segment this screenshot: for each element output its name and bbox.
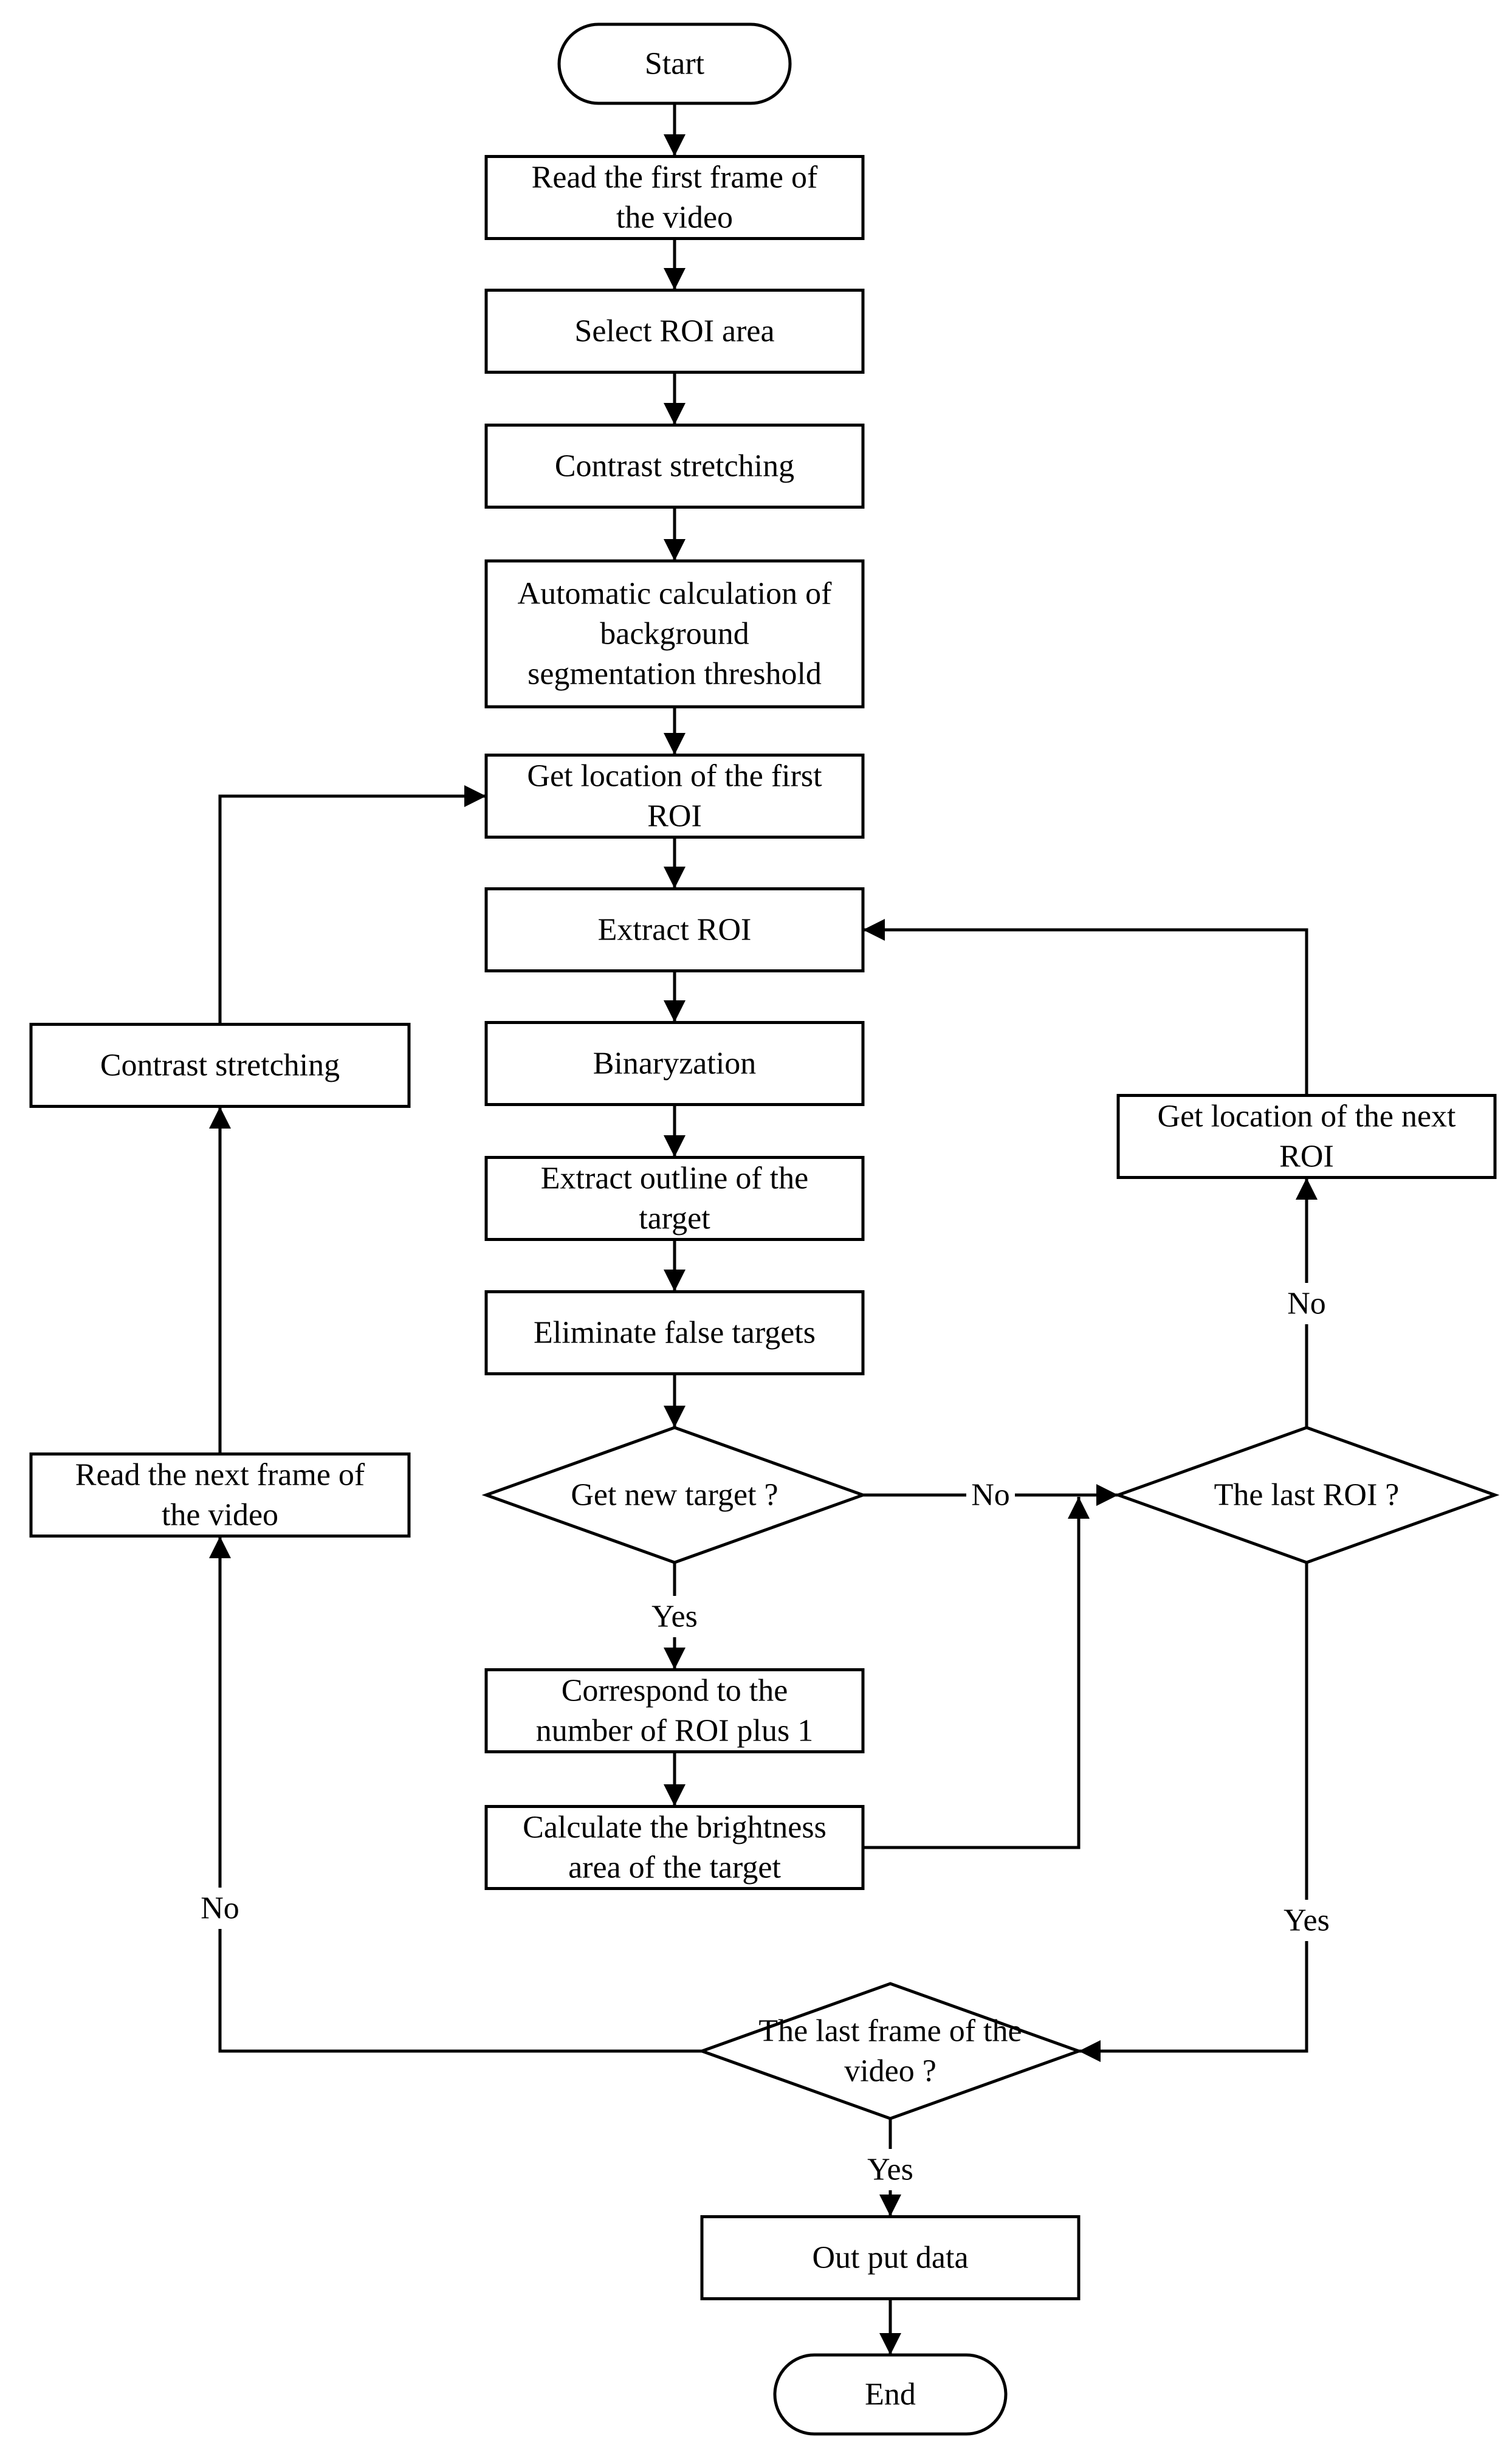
svg-text:Yes: Yes — [1283, 1903, 1330, 1938]
contrast1-shape — [484, 424, 865, 509]
read-first-label-line-1: Read the first frame of — [532, 160, 818, 195]
eliminate-label-line-1: Eliminate false targets — [534, 1316, 816, 1350]
read-next-label-line-1: Read the next frame of — [75, 1458, 365, 1493]
extract-outline-label-line-2: target — [639, 1201, 710, 1236]
edge-label-last-roi-yes: Yes — [1273, 1900, 1340, 1941]
auto-calc-shape — [484, 559, 865, 709]
auto-calc-label-line-2: background — [600, 617, 749, 651]
node-binaryzation: Binaryzation — [484, 1021, 865, 1106]
node-output: Out put data — [700, 2215, 1081, 2300]
read-next-shape — [29, 1452, 411, 1538]
node-read-first: Read the first frame of the video — [484, 155, 865, 240]
contrast2-label-line-1: Contrast stretching — [100, 1048, 340, 1083]
read-first-shape — [484, 155, 865, 240]
node-eliminate: Eliminate false targets — [484, 1290, 865, 1375]
auto-calc-label-line-3: segmentation threshold — [527, 657, 822, 692]
node-extract-roi: Extract ROI — [484, 887, 865, 972]
edge-label-last-frame-yes: Yes — [857, 2149, 924, 2190]
edge-last-frame-no — [209, 1536, 702, 2053]
edge-contrast-to-first-loc — [218, 785, 486, 1024]
svg-text:No: No — [1287, 1287, 1326, 1321]
contrast2-shape — [29, 1023, 411, 1108]
edge-last-roi-yes — [1079, 1562, 1308, 2062]
last-frame-shape — [697, 1982, 1084, 2120]
node-extract-outline: Extract outline of the target — [484, 1156, 865, 1241]
svg-text:Yes: Yes — [867, 2153, 913, 2187]
node-get-new-target: Get new target ? — [481, 1426, 868, 1564]
node-select-roi: Select ROI area — [484, 289, 865, 374]
extract-outline-label-line-1: Extract outline of the — [541, 1161, 808, 1196]
last-roi-shape — [1113, 1426, 1500, 1564]
get-next-loc-shape — [1116, 1094, 1497, 1179]
calc-brightness-label-line-2: area of the target — [568, 1851, 781, 1885]
last-frame-label-line-1: The last frame of the — [758, 2014, 1022, 2049]
extract-outline-shape — [484, 1156, 865, 1241]
last-frame-label-line-2: video ? — [844, 2054, 936, 2089]
output-shape — [700, 2215, 1081, 2300]
node-correspond: Correspond to the number of ROI plus 1 — [484, 1668, 865, 1753]
get-first-loc-shape — [484, 754, 865, 839]
node-end: End — [773, 2353, 1008, 2436]
contrast1-label-line-1: Contrast stretching — [555, 449, 794, 484]
binaryzation-shape — [484, 1021, 865, 1106]
end-shape — [773, 2353, 1008, 2436]
edge-label-last-frame-no: No — [196, 1888, 244, 1929]
edge-label-new-target-yes: Yes — [641, 1596, 708, 1637]
select-roi-label-line-1: Select ROI area — [574, 314, 774, 349]
node-start: Start — [557, 22, 792, 105]
correspond-shape — [484, 1668, 865, 1753]
correspond-label-line-2: number of ROI plus 1 — [536, 1714, 813, 1748]
calc-brightness-shape — [484, 1805, 865, 1890]
start-shape — [557, 22, 792, 105]
end-label-line-1: End — [865, 2377, 916, 2412]
get-next-loc-label-line-2: ROI — [1279, 1139, 1334, 1174]
get-first-loc-label-line-2: ROI — [647, 799, 702, 834]
extract-roi-label-line-1: Extract ROI — [598, 913, 752, 947]
read-first-label-line-2: the video — [616, 201, 733, 235]
edge-label-new-target-no: No — [966, 1474, 1015, 1516]
select-roi-shape — [484, 289, 865, 374]
svg-text:No: No — [971, 1478, 1010, 1513]
node-last-frame: The last frame of the video ? — [697, 1982, 1084, 2120]
edge-brightness-to-merge — [863, 1497, 1090, 1849]
extract-roi-shape — [484, 887, 865, 972]
correspond-label-line-1: Correspond to the — [562, 1674, 788, 1708]
last-roi-label-line-1: The last ROI ? — [1214, 1478, 1400, 1513]
get-first-loc-label-line-1: Get location of the first — [527, 759, 822, 794]
edge-next-loc-to-extract-roi — [863, 919, 1308, 1095]
binaryzation-label-line-1: Binaryzation — [593, 1047, 757, 1081]
start-label-line-1: Start — [645, 47, 705, 81]
get-new-target-shape — [481, 1426, 868, 1564]
node-calc-brightness: Calculate the brightness area of the targ… — [484, 1805, 865, 1890]
eliminate-shape — [484, 1290, 865, 1375]
svg-text:No: No — [201, 1891, 239, 1926]
node-contrast1: Contrast stretching — [484, 424, 865, 509]
calc-brightness-label-line-1: Calculate the brightness — [523, 1810, 826, 1845]
output-label-line-1: Out put data — [812, 2241, 968, 2275]
get-new-target-label-line-1: Get new target ? — [571, 1478, 778, 1513]
node-contrast2: Contrast stretching — [29, 1023, 411, 1108]
node-read-next: Read the next frame of the video — [29, 1452, 411, 1538]
get-next-loc-label-line-1: Get location of the next — [1158, 1099, 1457, 1134]
node-last-roi: The last ROI ? — [1113, 1426, 1500, 1564]
read-next-label-line-2: the video — [162, 1498, 278, 1533]
auto-calc-label-line-1: Automatic calculation of — [518, 577, 833, 611]
node-auto-calc: Automatic calculation of background segmen… — [484, 559, 865, 709]
edge-label-last-roi-no: No — [1282, 1283, 1331, 1324]
svg-text:Yes: Yes — [651, 1600, 698, 1634]
